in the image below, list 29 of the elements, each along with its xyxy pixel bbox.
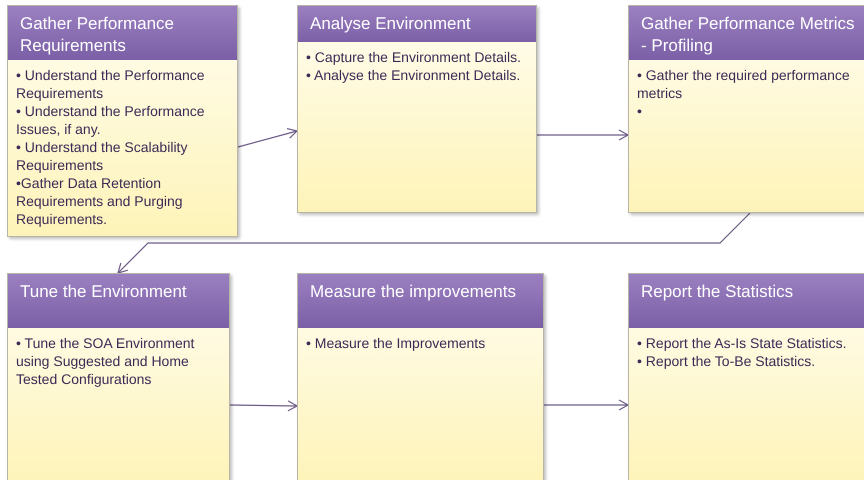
step-title: Report the Statistics [629,274,864,328]
arrow [230,400,298,412]
step-title: Gather Performance Metrics - Profiling [629,6,864,60]
process-card [7,273,230,480]
bullet-text: • Report the To-Be Statistics. [637,352,816,370]
bullet-text: • Report the As-Is State Statistics. [637,334,848,352]
arrow [537,129,629,141]
bullet-text: • Understand the Performance Requirements [16,66,206,102]
step-title: Tune the Environment [8,274,229,328]
process-card [628,5,864,213]
process-card [628,273,864,480]
arrow [117,212,750,274]
bullet-text: • Measure the Improvements [306,334,486,352]
bullet-text: • Understand the Performance Issues, if any. [16,102,206,138]
bullet-text: • Analyse the Environment Details. [306,66,522,84]
arrow [544,399,629,411]
arrow [238,128,298,148]
bullet-text: • [637,102,643,120]
step-title: Gather Performance Requirements [8,6,237,60]
bullet-text: • Tune the SOA Environment using Suggested and Home Tested Configurations [16,334,196,388]
step-title: Measure the improvements [298,274,543,328]
bullet-text: • Capture the Environment Details. [306,48,522,66]
step-title: Analyse Environment [298,6,536,42]
process-card [7,5,238,237]
process-card [297,273,544,480]
bullet-text: • Gather the required performance metrics [637,66,851,102]
bullet-text: • Understand the Scalability Requirements [16,138,188,174]
bullet-text: •Gather Data Retention Requirements and Purging Requirements. [16,174,184,228]
process-card [297,5,537,213]
